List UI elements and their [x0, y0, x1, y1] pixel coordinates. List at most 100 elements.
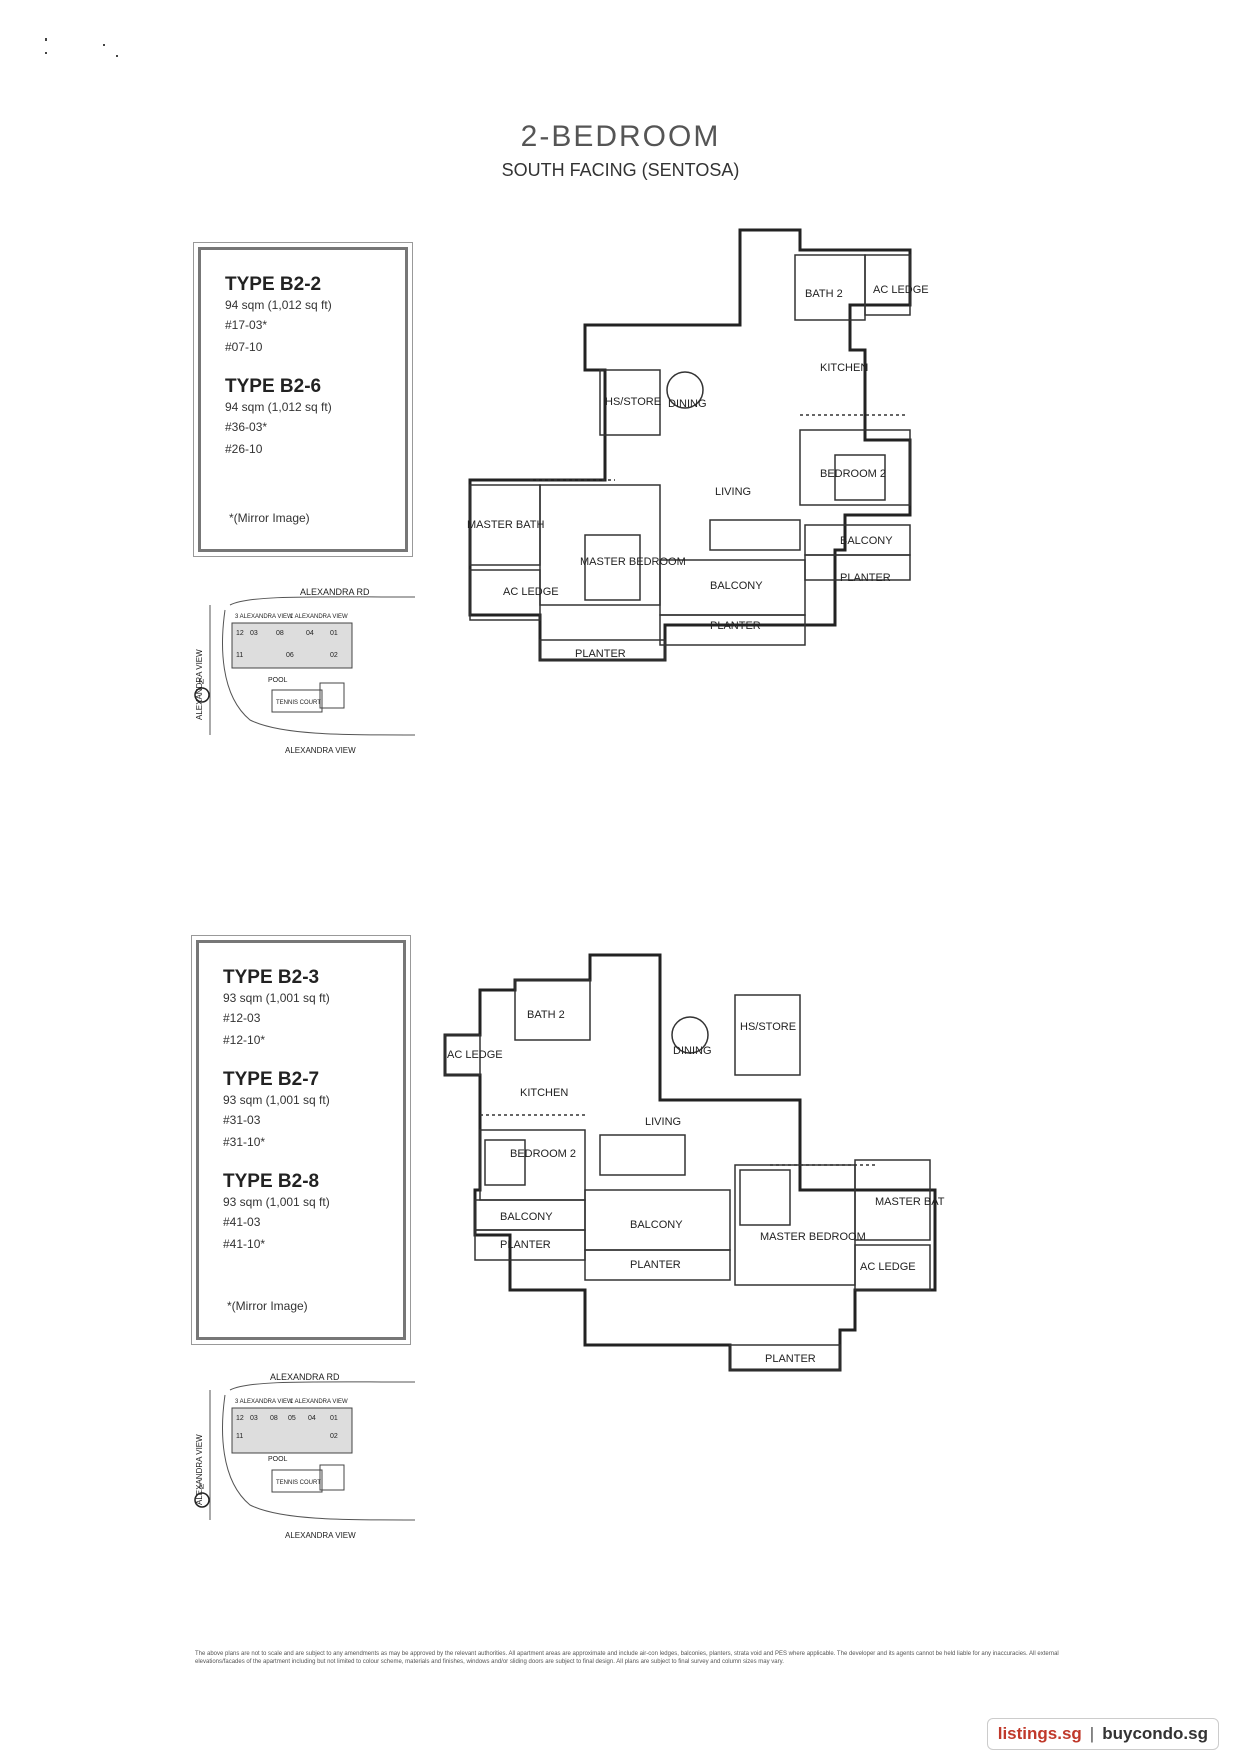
- unit-info-box-1: TYPE B2-2 94 sqm (1,012 sq ft) #17-03* #…: [193, 242, 413, 557]
- label-planter-2: PLANTER: [500, 1239, 551, 1251]
- disclaimer-text: The above plans are not to scale and are…: [195, 1651, 1059, 1665]
- label-ac-ledge-2: AC LEDGE: [503, 586, 559, 598]
- north-label: N: [199, 1484, 204, 1491]
- label-ac-ledge-2: AC LEDGE: [860, 1261, 916, 1273]
- bed-2: [834, 454, 886, 501]
- stack-number: 11: [236, 652, 243, 659]
- block-label: 1 ALEXANDRA VIEW: [290, 1399, 348, 1405]
- site-link-buycondo[interactable]: buycondo.sg: [1102, 1724, 1208, 1743]
- unit-number: #26-10: [225, 442, 263, 456]
- bed: [739, 1169, 791, 1226]
- type-entry: TYPE B2-8 93 sqm (1,001 sq ft) #41-03 #4…: [223, 1171, 379, 1251]
- bed: [584, 534, 641, 601]
- type-name: TYPE B2-8: [223, 1171, 320, 1192]
- type-entry: TYPE B2-7 93 sqm (1,001 sq ft) #31-03 #3…: [223, 1069, 379, 1149]
- label-master-bath: MASTER BATH: [467, 519, 544, 531]
- stack-number: 04: [306, 630, 314, 637]
- stack-number: 01: [330, 630, 338, 637]
- label-balcony: BALCONY: [630, 1219, 683, 1231]
- room-bedroom2: [799, 429, 911, 506]
- label-living: LIVING: [645, 1116, 681, 1128]
- label-master-bath: MASTER BATH: [875, 1196, 945, 1208]
- label-planter: PLANTER: [630, 1259, 681, 1271]
- site-link-listings[interactable]: listings.sg: [997, 1724, 1082, 1743]
- room-planter-2: [474, 1229, 586, 1261]
- label-planter-2: PLANTER: [840, 572, 891, 584]
- label-kitchen: KITCHEN: [520, 1087, 568, 1099]
- scan-speck: [45, 38, 47, 41]
- room-ac-ledge: [444, 1034, 481, 1076]
- label-planter-3: PLANTER: [575, 648, 626, 660]
- block-label: 1 ALEXANDRA VIEW: [290, 614, 348, 620]
- footer-separator: |: [1089, 1724, 1095, 1743]
- mirror-note: *(Mirror Image): [229, 511, 310, 525]
- compass-icon: [194, 687, 210, 703]
- bed-2: [484, 1139, 526, 1186]
- compass-icon: [194, 1492, 210, 1508]
- site-plan-1: ALEXANDRA RD ALEXANDRA VIEW ALEXANDRA VI…: [194, 587, 416, 755]
- unit-number: #41-03: [223, 1215, 261, 1229]
- stack-number: 03: [250, 1415, 258, 1422]
- label-dining: DINING: [668, 398, 707, 410]
- pool-label: POOL: [268, 677, 288, 684]
- label-master-bedroom: MASTER BEDROOM: [760, 1231, 866, 1243]
- room-bath2: [514, 979, 591, 1041]
- page-subtitle: SOUTH FACING (SENTOSA): [501, 160, 740, 180]
- unit-info-box-2: TYPE B2-3 93 sqm (1,001 sq ft) #12-03 #1…: [191, 935, 411, 1345]
- room-master-bedroom: [539, 484, 661, 606]
- type-name: TYPE B2-2: [225, 274, 322, 295]
- type-name: TYPE B2-6: [225, 376, 322, 397]
- scan-speck: [103, 44, 105, 46]
- room-ac-ledge: [864, 254, 911, 316]
- floor-plan-b2-3: BATH 2 AC LEDGE KITCHEN HS/STORE DINING …: [443, 953, 945, 1372]
- tennis-label: TENNIS COURT: [276, 700, 321, 706]
- label-balcony-2: BALCONY: [500, 1211, 553, 1223]
- footer-watermark: listings.sg | buycondo.sg: [986, 1718, 1219, 1750]
- unit-number: #12-03: [223, 1011, 261, 1025]
- type-name: TYPE B2-3: [223, 967, 320, 988]
- label-ac-ledge: AC LEDGE: [447, 1049, 503, 1061]
- label-balcony: BALCONY: [710, 580, 763, 592]
- room-hs-store: [599, 369, 661, 436]
- mirror-note: *(Mirror Image): [227, 1299, 308, 1313]
- stack-number: 04: [308, 1415, 316, 1422]
- type-entry: TYPE B2-2 94 sqm (1,012 sq ft) #17-03* #…: [225, 274, 381, 354]
- type-entry: TYPE B2-6 94 sqm (1,012 sq ft) #36-03* #…: [225, 376, 381, 456]
- room-planter-2: [804, 554, 911, 581]
- label-planter-3: PLANTER: [765, 1353, 816, 1365]
- type-area: 93 sqm (1,001 sq ft): [223, 1195, 330, 1209]
- type-area: 94 sqm (1,012 sq ft): [225, 400, 332, 414]
- label-bedroom2: BEDROOM 2: [820, 468, 886, 480]
- room-planter: [659, 614, 806, 646]
- block-label: 3 ALEXANDRA VIEW: [235, 614, 293, 620]
- stack-number: 12: [236, 1415, 244, 1422]
- road-label-top: ALEXANDRA RD: [270, 1372, 340, 1382]
- label-master-bedroom: MASTER BEDROOM: [580, 556, 686, 568]
- type-entry: TYPE B2-3 93 sqm (1,001 sq ft) #12-03 #1…: [223, 967, 379, 1047]
- stack-number: 08: [276, 630, 284, 637]
- label-bath2: BATH 2: [527, 1009, 565, 1021]
- stack-number: 05: [288, 1415, 296, 1422]
- road-label-left: ALEXANDRA VIEW: [195, 649, 204, 720]
- type-area: 93 sqm (1,001 sq ft): [223, 1093, 330, 1107]
- label-bath2: BATH 2: [805, 288, 843, 300]
- road-label-top: ALEXANDRA RD: [300, 587, 370, 597]
- label-ac-ledge: AC LEDGE: [873, 284, 929, 296]
- unit-number: #17-03*: [225, 318, 268, 332]
- sofa: [709, 519, 801, 551]
- label-kitchen: KITCHEN: [820, 362, 868, 374]
- stack-number: 06: [286, 652, 294, 659]
- pool-label: POOL: [268, 1456, 288, 1463]
- stack-number: 08: [270, 1415, 278, 1422]
- unit-number: #07-10: [225, 340, 263, 354]
- label-bedroom2: BEDROOM 2: [510, 1148, 576, 1160]
- floor-plan-b2-2: BATH 2 AC LEDGE KITCHEN HS/STORE DINING …: [467, 228, 929, 662]
- label-planter: PLANTER: [710, 620, 761, 632]
- road-label-bottom: ALEXANDRA VIEW: [285, 746, 356, 755]
- unit-number: #31-03: [223, 1113, 261, 1127]
- type-name: TYPE B2-7: [223, 1069, 320, 1090]
- label-hs-store: HS/STORE: [605, 396, 661, 408]
- road-label-left: ALEXANDRA VIEW: [195, 1434, 204, 1505]
- block-label: 3 ALEXANDRA VIEW: [235, 1399, 293, 1405]
- road-label-bottom: ALEXANDRA VIEW: [285, 1531, 356, 1540]
